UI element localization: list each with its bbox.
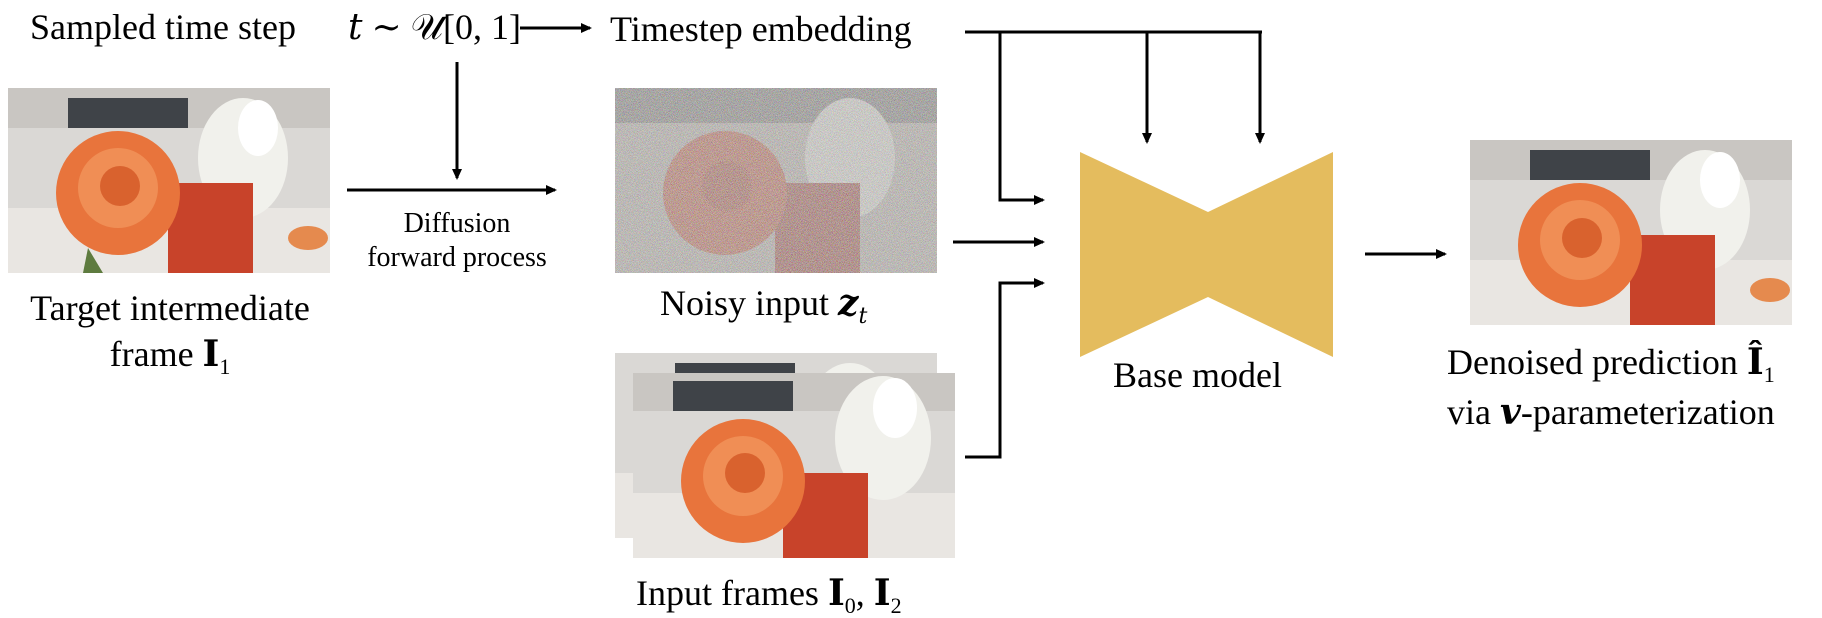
base-model-shape bbox=[1080, 152, 1333, 357]
target-frame-caption: Target intermediate frame I1 bbox=[0, 290, 340, 378]
denoised-caption-prefix: Denoised prediction bbox=[1447, 342, 1747, 382]
denoised-caption-via: via bbox=[1447, 392, 1500, 433]
arrow-inputs-to-model bbox=[965, 278, 1045, 459]
denoised-caption-line-1: Denoised prediction Î1 bbox=[1447, 344, 1775, 386]
target-frame-symbol: I bbox=[202, 333, 220, 375]
input-subscript-2: 2 bbox=[890, 593, 902, 618]
denoised-output-image bbox=[1470, 140, 1792, 325]
time-distribution-expression: t ∼ 𝒰[0, 1] bbox=[348, 9, 521, 46]
diffusion-forward-label: Diffusion forward process bbox=[352, 210, 562, 272]
denoised-caption-line-2: via v-parameterization bbox=[1447, 394, 1775, 430]
noisy-subscript: t bbox=[858, 304, 868, 330]
denoised-symbol: Î bbox=[1746, 341, 1764, 383]
noisy-input-image bbox=[615, 88, 937, 273]
sampled-time-step-label: Sampled time step bbox=[30, 7, 296, 47]
target-caption-line-1: Target intermediate bbox=[30, 288, 310, 328]
diffusion-line-1: Diffusion bbox=[403, 208, 511, 239]
noisy-input-caption: Noisy input zt bbox=[660, 285, 867, 328]
target-caption-prefix: frame bbox=[109, 334, 203, 374]
denoised-caption: Denoised prediction Î1 via v-parameteriz… bbox=[1447, 344, 1775, 430]
input-symbol-2: I bbox=[873, 572, 891, 614]
uniform-distribution-text: ∼ 𝒰[0, 1] bbox=[371, 7, 522, 47]
diffusion-line-2: forward process bbox=[367, 242, 547, 273]
noisy-caption-prefix: Noisy input bbox=[660, 283, 839, 323]
timestep-embedding-label: Timestep embedding bbox=[610, 9, 912, 49]
noisy-symbol: z bbox=[838, 282, 859, 324]
input-subscript-0: 0 bbox=[844, 593, 856, 618]
base-model-label: Base model bbox=[1113, 355, 1282, 395]
denoised-caption-suffix: -parameterization bbox=[1520, 392, 1775, 433]
input-frames-caption: Input frames I0, I2 bbox=[636, 575, 902, 617]
input-caption-prefix: Input frames bbox=[636, 573, 828, 613]
denoised-subscript: 1 bbox=[1763, 362, 1775, 388]
input-separator: , bbox=[855, 573, 874, 613]
target-frame-image bbox=[8, 88, 330, 273]
v-symbol: v bbox=[1499, 391, 1521, 434]
input-symbol-0: I bbox=[827, 572, 845, 614]
target-caption-line-2: frame I1 bbox=[0, 336, 340, 378]
arrow-embedding-to-model-left bbox=[998, 32, 1045, 205]
target-frame-subscript: 1 bbox=[219, 354, 231, 380]
t-symbol: t bbox=[348, 7, 363, 48]
input-frame-2-image bbox=[633, 373, 955, 558]
